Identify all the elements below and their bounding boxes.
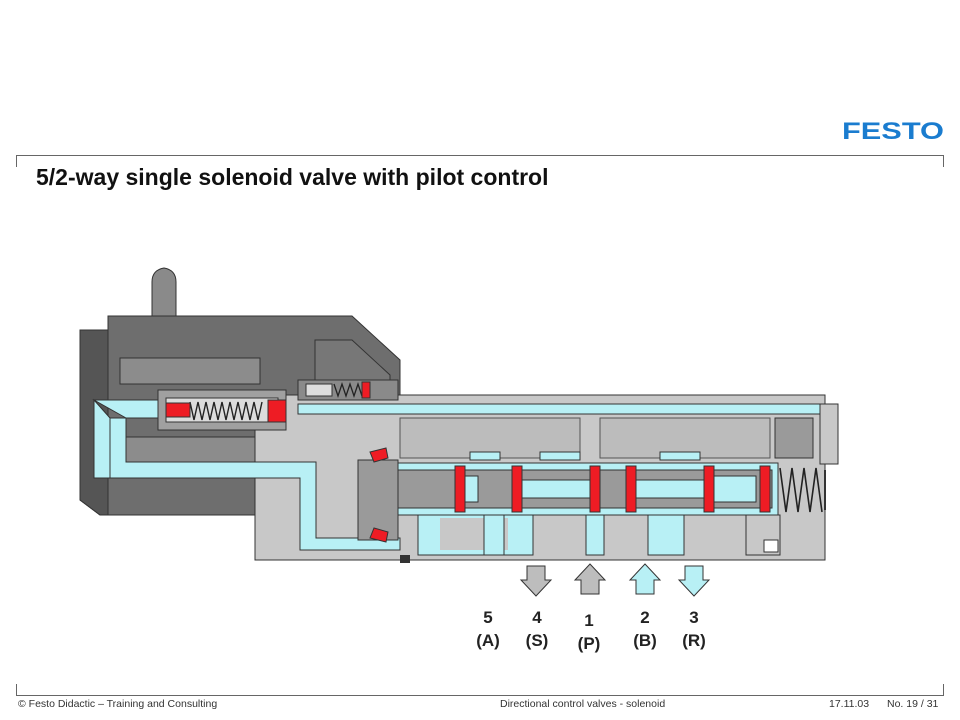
footer-page-number: No. 19 / 31 bbox=[887, 698, 939, 710]
port-arrow-2 bbox=[628, 563, 662, 595]
festo-logo: FESTO bbox=[842, 118, 944, 142]
port-name: (R) bbox=[682, 631, 706, 650]
footer-rule bbox=[16, 695, 944, 696]
pilot-piston bbox=[357, 459, 399, 541]
armature-spring bbox=[189, 401, 263, 421]
port-number: 1 bbox=[584, 611, 594, 630]
port-name: (P) bbox=[577, 634, 601, 653]
return-spring bbox=[779, 467, 823, 513]
svg-text:FESTO: FESTO bbox=[842, 118, 944, 142]
pilot-air-channel bbox=[92, 399, 401, 551]
header-tick-right bbox=[943, 155, 944, 167]
port-name: (S) bbox=[525, 631, 549, 650]
port-name: (B) bbox=[633, 631, 657, 650]
port-label-5: 5 (A) bbox=[463, 606, 513, 652]
coil-window-top bbox=[119, 357, 261, 385]
port-arrow-4 bbox=[519, 565, 553, 597]
port-arrow-1 bbox=[573, 563, 607, 595]
armature-seal-right bbox=[267, 399, 287, 423]
port-label-4: 4 (S) bbox=[512, 606, 562, 652]
armature-seal-left bbox=[165, 402, 191, 418]
port-label-3: 3 (R) bbox=[669, 606, 719, 652]
header-rule bbox=[16, 155, 944, 156]
port-label-2: 2 (B) bbox=[620, 606, 670, 652]
footer-tick-right bbox=[943, 684, 944, 696]
coil-window-bottom bbox=[119, 436, 261, 464]
header-tick-left bbox=[16, 155, 17, 167]
port-number: 5 bbox=[483, 608, 493, 627]
footer-tick-left bbox=[16, 684, 17, 696]
port-name: (A) bbox=[476, 631, 500, 650]
footer-date: 17.11.03 bbox=[829, 698, 870, 710]
port-label-1: 1 (P) bbox=[564, 609, 614, 655]
port-number: 4 bbox=[532, 608, 542, 627]
slide-title: 5/2-way single solenoid valve with pilot… bbox=[36, 164, 549, 190]
footer-copyright: © Festo Didactic – Training and Consulti… bbox=[18, 698, 218, 710]
footer-topic: Directional control valves - solenoid bbox=[500, 698, 666, 710]
port-arrow-3 bbox=[677, 565, 711, 597]
port-number: 2 bbox=[640, 608, 650, 627]
manual-override-knob bbox=[151, 267, 177, 317]
port-number: 3 bbox=[689, 608, 699, 627]
